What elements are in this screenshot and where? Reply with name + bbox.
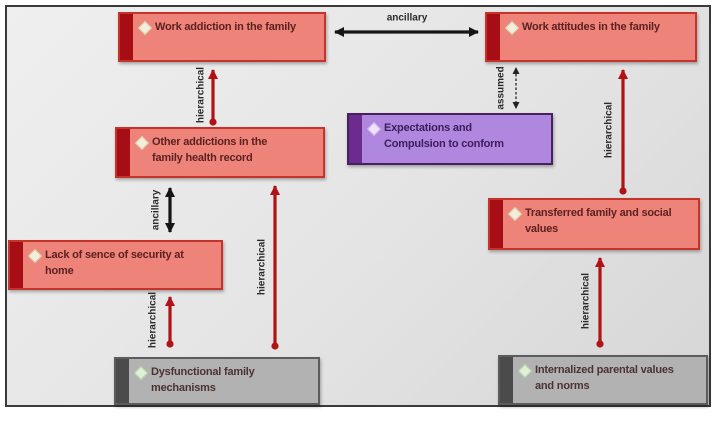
topic-box-work-attitudes: Work attitudes in the family xyxy=(485,12,697,62)
edge-label-hierarchical-1: hierarchical xyxy=(195,66,207,124)
edge-label-hierarchical-5: hierarchical xyxy=(580,272,592,330)
color-bar xyxy=(117,129,130,176)
topic-diamond-icon xyxy=(504,20,520,36)
color-bar xyxy=(120,14,133,60)
topic-label: Work addiction in the family xyxy=(155,21,296,33)
topic-diamond-icon xyxy=(137,20,153,36)
topic-diamond-icon xyxy=(366,121,382,137)
edge-label-ancillary-top: ancillary xyxy=(386,12,428,24)
topic-diamond-icon xyxy=(517,363,533,379)
edge-label-assumed: assumed xyxy=(495,66,507,110)
topic-box-work-addiction: Work addiction in the family xyxy=(118,12,326,62)
topic-box-lack-security: Lack of sence of security at home xyxy=(8,240,223,290)
edge-label-hierarchical-2: hierarchical xyxy=(603,101,615,159)
color-bar xyxy=(349,115,362,163)
topic-diamond-icon xyxy=(133,365,149,381)
topic-box-expectations: Expectations and Compulsion to conform xyxy=(347,113,553,165)
edge-label-hierarchical-4: hierarchical xyxy=(256,238,268,296)
topic-box-other-addictions: Other addictions in the family health re… xyxy=(115,127,325,178)
color-bar xyxy=(490,200,503,248)
color-bar xyxy=(10,242,23,288)
topic-label: Expectations and Compulsion to conform xyxy=(384,122,504,150)
topic-box-internalized: Internalized parental values and norms xyxy=(498,355,708,405)
topic-label: Internalized parental values and norms xyxy=(535,364,674,392)
topic-diamond-icon xyxy=(507,206,523,222)
topic-label: Dysfunctional family mechanisms xyxy=(151,366,255,394)
color-bar xyxy=(116,359,129,403)
color-bar xyxy=(487,14,500,60)
topic-box-dysfunctional: Dysfunctional family mechanisms xyxy=(114,357,320,405)
topic-label: Work attitudes in the family xyxy=(522,21,660,33)
edge-label-hierarchical-3: hierarchical xyxy=(147,291,159,349)
topic-box-transferred: Transferred family and social values xyxy=(488,198,700,250)
edge-label-ancillary-left: ancillary xyxy=(150,189,162,231)
topic-diamond-icon xyxy=(27,248,43,264)
topic-diamond-icon xyxy=(134,135,150,151)
topic-label: Lack of sence of security at home xyxy=(45,249,184,277)
topic-label: Transferred family and social values xyxy=(525,207,672,235)
color-bar xyxy=(500,357,513,403)
topic-label: Other addictions in the family health re… xyxy=(152,136,268,164)
